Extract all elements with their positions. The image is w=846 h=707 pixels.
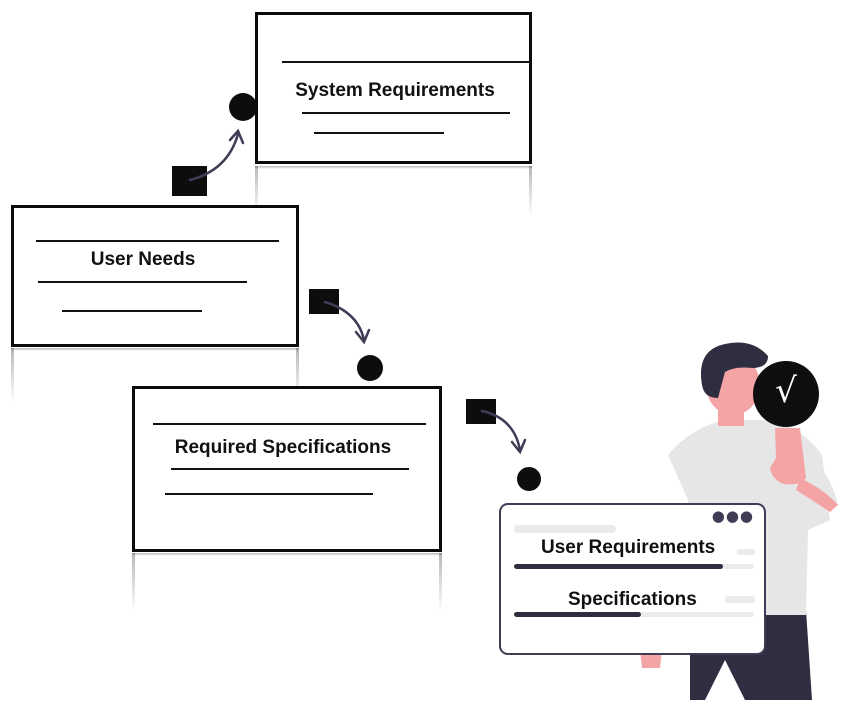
required-specifications-box: Required Specifications	[132, 386, 442, 552]
check-icon: √	[775, 371, 797, 411]
progress-fill-1	[514, 564, 723, 569]
more-dots-icon[interactable]: ●●●	[711, 507, 754, 525]
required-specifications-title: Required Specifications	[174, 437, 392, 458]
rule-bottom	[165, 493, 373, 495]
user-needs-title: User Needs	[90, 249, 196, 270]
system-requirements-title: System Requirements	[295, 80, 495, 101]
rule-middle	[302, 112, 510, 114]
placeholder-bar	[737, 549, 755, 555]
user-needs-box-reflection	[11, 348, 299, 403]
arrow-2	[323, 300, 371, 345]
placeholder-bar	[725, 596, 755, 603]
circle-marker-1	[229, 93, 257, 121]
circle-marker-3	[517, 467, 541, 491]
requirements-panel: ●●● User Requirements Specifications	[499, 503, 766, 655]
progress-fill-2	[514, 612, 642, 617]
rule-middle	[171, 468, 409, 470]
specifications-label: Specifications	[568, 589, 697, 610]
system-requirements-box: System Requirements	[255, 12, 532, 164]
progress-track-2	[514, 612, 754, 617]
placeholder-bar	[514, 525, 616, 533]
system-box-reflection	[255, 166, 532, 216]
rule-top	[153, 423, 426, 425]
checkmark-badge: √	[753, 361, 819, 427]
rule-middle	[38, 281, 247, 283]
required-box-reflection	[132, 553, 442, 613]
arrow-1	[188, 128, 245, 182]
rule-top	[282, 61, 529, 63]
rule-bottom	[314, 132, 444, 134]
circle-marker-2	[357, 355, 383, 381]
arrow-3	[480, 409, 527, 455]
user-requirements-label: User Requirements	[541, 537, 716, 558]
rule-bottom	[62, 310, 202, 312]
progress-track-1	[514, 564, 754, 569]
user-needs-box: User Needs	[11, 205, 299, 347]
rule-top	[36, 240, 279, 242]
